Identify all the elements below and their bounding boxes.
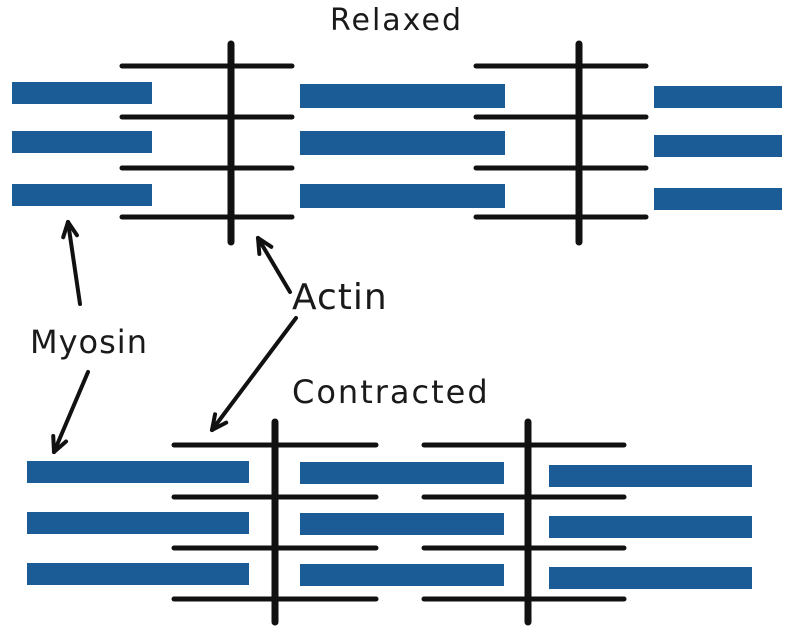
- actin-arrow-down: [210, 316, 298, 432]
- myosin-label: Myosin: [30, 323, 148, 361]
- myosin-arrow-up: [61, 220, 82, 306]
- myosin-filament: [27, 563, 249, 585]
- contracted-title: Contracted: [292, 373, 490, 411]
- myosin-filament: [549, 567, 752, 589]
- myosin-filament: [654, 135, 782, 157]
- relaxed-title: Relaxed: [330, 3, 464, 38]
- myosin-filament: [654, 86, 782, 108]
- myosin-filament: [27, 461, 249, 483]
- myosin-filament: [300, 513, 504, 535]
- myosin-filament: [549, 465, 752, 487]
- myosin-filament: [300, 131, 505, 155]
- myosin-filament: [12, 82, 152, 104]
- myosin-filament: [549, 516, 752, 538]
- myosin-arrow-down: [51, 370, 90, 454]
- myosin-filament: [300, 184, 505, 208]
- myosin-filament: [12, 131, 152, 153]
- myosin-filament: [300, 462, 504, 484]
- actin-arrow-up: [256, 236, 292, 294]
- myosin-filament: [27, 512, 249, 534]
- myosin-filament: [300, 84, 505, 108]
- actin-label: Actin: [292, 277, 388, 318]
- myosin-filament: [12, 184, 152, 206]
- myosin-filament: [300, 564, 504, 586]
- myosin-filament: [654, 188, 782, 210]
